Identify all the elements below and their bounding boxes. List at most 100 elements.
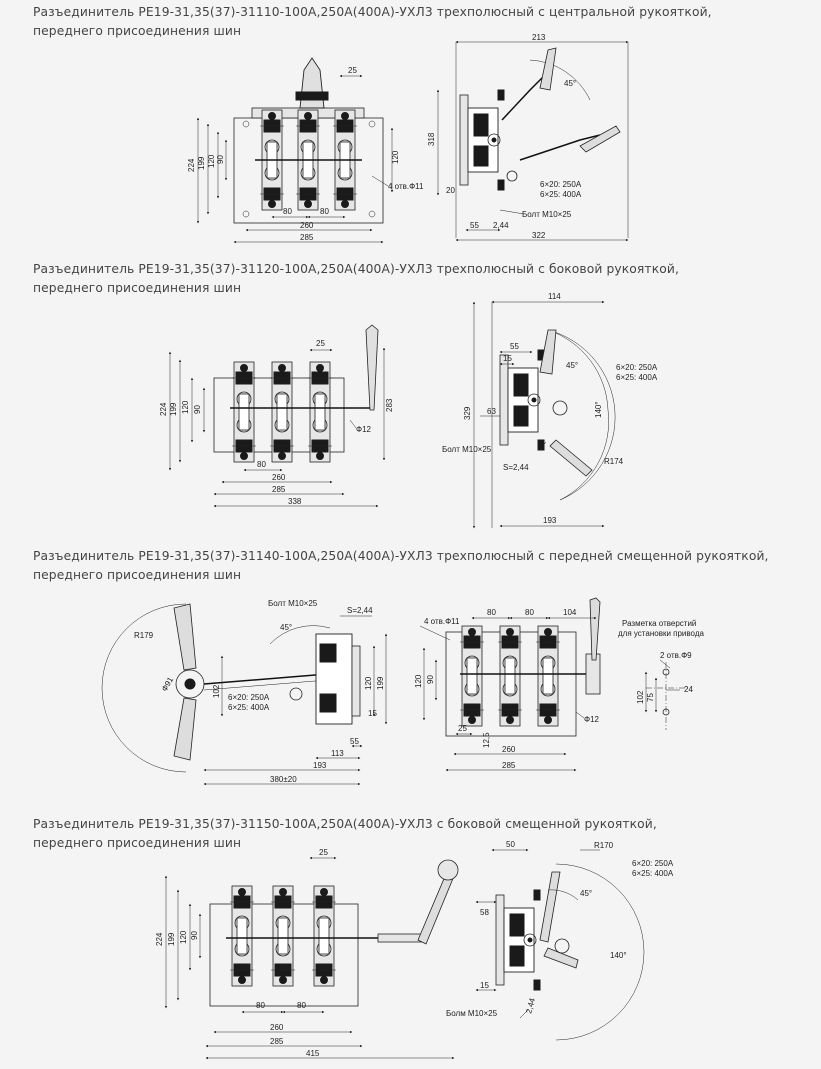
dim-r179: R179 bbox=[134, 631, 154, 640]
dim-260: 260 bbox=[270, 1023, 284, 1032]
dim-199: 199 bbox=[169, 402, 178, 416]
dim-260: 260 bbox=[272, 473, 286, 482]
dim-199: 199 bbox=[197, 156, 206, 170]
dim-r170: R170 bbox=[594, 841, 614, 850]
dim-80-a: 80 bbox=[487, 608, 496, 617]
section-3-side-view: Болт М10×25 S=2,44 45° R179 Ф91 102 199 … bbox=[101, 599, 388, 786]
bolt-spec: Болт М10×25 bbox=[268, 599, 318, 608]
section-1-side-view: 213 318 45° 20 55 2,44 322 6×20: 250А 6×… bbox=[427, 33, 629, 242]
dim-55: 55 bbox=[350, 737, 359, 746]
dim-holes: 4 отв.Ф11 bbox=[424, 617, 460, 626]
dim-120: 120 bbox=[181, 400, 190, 414]
dim-213: 213 bbox=[532, 33, 546, 42]
dim-20: 20 bbox=[446, 186, 455, 195]
section-4-side-view: 50 R170 6×20: 250А 6×25: 400А 45° 58 140… bbox=[446, 840, 674, 1041]
section-2-front-view: 25 224 199 120 90 80 260 285 338 283 Ф12 bbox=[159, 324, 394, 508]
dim-75: 75 bbox=[646, 693, 655, 702]
dim-285: 285 bbox=[272, 485, 286, 494]
dim-120: 120 bbox=[207, 154, 216, 168]
section-2-side-view: 114 55 15 45° 329 63 140° R174 Болт М10×… bbox=[442, 292, 658, 529]
dim-102: 102 bbox=[636, 690, 645, 704]
dim-45-deg: 45° bbox=[280, 623, 292, 632]
dim-12-5: 12,5 bbox=[482, 732, 491, 748]
dim-2-holes: 2 отв.Ф9 bbox=[660, 651, 692, 660]
dim-25: 25 bbox=[348, 66, 357, 75]
section-4-title: Разъединитель РЕ19-31,35(37)-31150-100А,… bbox=[33, 817, 657, 850]
dim-d12: Ф12 bbox=[584, 715, 600, 724]
bus-250a: 6×20: 250А bbox=[616, 363, 658, 372]
dim-80: 80 bbox=[257, 460, 266, 469]
dim-50: 50 bbox=[506, 840, 515, 849]
section-4-front-view: 25 224 199 120 90 80 80 260 285 415 bbox=[155, 848, 459, 1060]
dim-199: 199 bbox=[167, 932, 176, 946]
bus-400a: 6×25: 400А bbox=[540, 190, 582, 199]
section-3-title: Разъединитель РЕ19-31,35(37)-31140-100А,… bbox=[33, 549, 769, 582]
dim-120: 120 bbox=[364, 676, 373, 690]
dim-d12: Ф12 bbox=[356, 425, 372, 434]
dim-224: 224 bbox=[187, 158, 196, 172]
dim-329: 329 bbox=[463, 406, 472, 420]
dim-80-b: 80 bbox=[297, 1001, 306, 1010]
dim-d91: Ф91 bbox=[160, 675, 176, 693]
dim-120-right: 120 bbox=[391, 150, 400, 164]
dim-55: 55 bbox=[510, 342, 519, 351]
dim-55: 55 bbox=[470, 221, 479, 230]
dim-s-2-44: S=2,44 bbox=[347, 606, 373, 615]
mounting-note-line2: для установки привода bbox=[618, 629, 704, 638]
dim-15: 15 bbox=[503, 354, 512, 363]
dim-140-deg: 140° bbox=[594, 401, 603, 418]
dim-45-deg: 45° bbox=[566, 361, 578, 370]
dim-2-44: 2,44 bbox=[493, 221, 509, 230]
dim-285: 285 bbox=[270, 1037, 284, 1046]
bus-250a: 6×20: 250А bbox=[540, 180, 582, 189]
dim-193: 193 bbox=[313, 761, 327, 770]
mounting-note-line1: Разметка отверстий bbox=[622, 619, 696, 628]
bolt-spec: Болт М10×25 bbox=[442, 445, 492, 454]
dim-25: 25 bbox=[458, 724, 467, 733]
bolt-spec: Болт М10×25 bbox=[522, 210, 572, 219]
dim-260: 260 bbox=[300, 221, 314, 230]
dim-415: 415 bbox=[306, 1049, 320, 1058]
section-2-title: Разъединитель РЕ19-31,35(37)-31120-100А,… bbox=[33, 262, 679, 295]
dim-224: 224 bbox=[159, 402, 168, 416]
dim-80-b: 80 bbox=[320, 207, 329, 216]
dim-90: 90 bbox=[190, 931, 199, 940]
dim-80-a: 80 bbox=[256, 1001, 265, 1010]
dim-24: 24 bbox=[684, 685, 693, 694]
dim-2-44: 2,44 bbox=[524, 997, 537, 1015]
dim-15: 15 bbox=[368, 709, 377, 718]
dim-224: 224 bbox=[155, 932, 164, 946]
dim-45-deg: 45° bbox=[564, 79, 576, 88]
dim-90: 90 bbox=[193, 405, 202, 414]
section-3-mounting-holes: Разметка отверстий для установки привода… bbox=[618, 619, 704, 730]
dim-25: 25 bbox=[316, 339, 325, 348]
dim-120: 120 bbox=[414, 674, 423, 688]
dim-199: 199 bbox=[376, 676, 385, 690]
dim-63: 63 bbox=[487, 407, 496, 416]
dim-90: 90 bbox=[216, 155, 225, 164]
dim-338: 338 bbox=[288, 497, 302, 506]
dim-114: 114 bbox=[548, 292, 561, 301]
bus-250a: 6×20: 250А bbox=[632, 859, 674, 868]
dim-322: 322 bbox=[532, 231, 546, 240]
dim-380: 380±20 bbox=[270, 775, 297, 784]
section-1-title: Разъединитель РЕ19-31,35(37)-31110-100А,… bbox=[33, 5, 712, 38]
dim-80-a: 80 bbox=[283, 207, 292, 216]
dim-90: 90 bbox=[426, 675, 435, 684]
dim-193: 193 bbox=[543, 516, 557, 525]
dim-120: 120 bbox=[179, 930, 188, 944]
dim-25: 25 bbox=[319, 848, 328, 857]
dim-285: 285 bbox=[300, 233, 314, 242]
dim-r174: R174 bbox=[604, 457, 624, 466]
dim-140-deg: 140° bbox=[610, 951, 627, 960]
dim-58: 58 bbox=[480, 908, 489, 917]
dim-s-2-44: S=2,44 bbox=[503, 463, 529, 472]
dim-104: 104 bbox=[563, 608, 577, 617]
dim-102: 102 bbox=[212, 684, 221, 698]
dim-283: 283 bbox=[385, 398, 394, 412]
dim-15: 15 bbox=[480, 981, 489, 990]
dim-80-b: 80 bbox=[525, 608, 534, 617]
dim-318: 318 bbox=[427, 132, 436, 146]
dim-holes: 4 отв.Ф11 bbox=[388, 182, 424, 191]
